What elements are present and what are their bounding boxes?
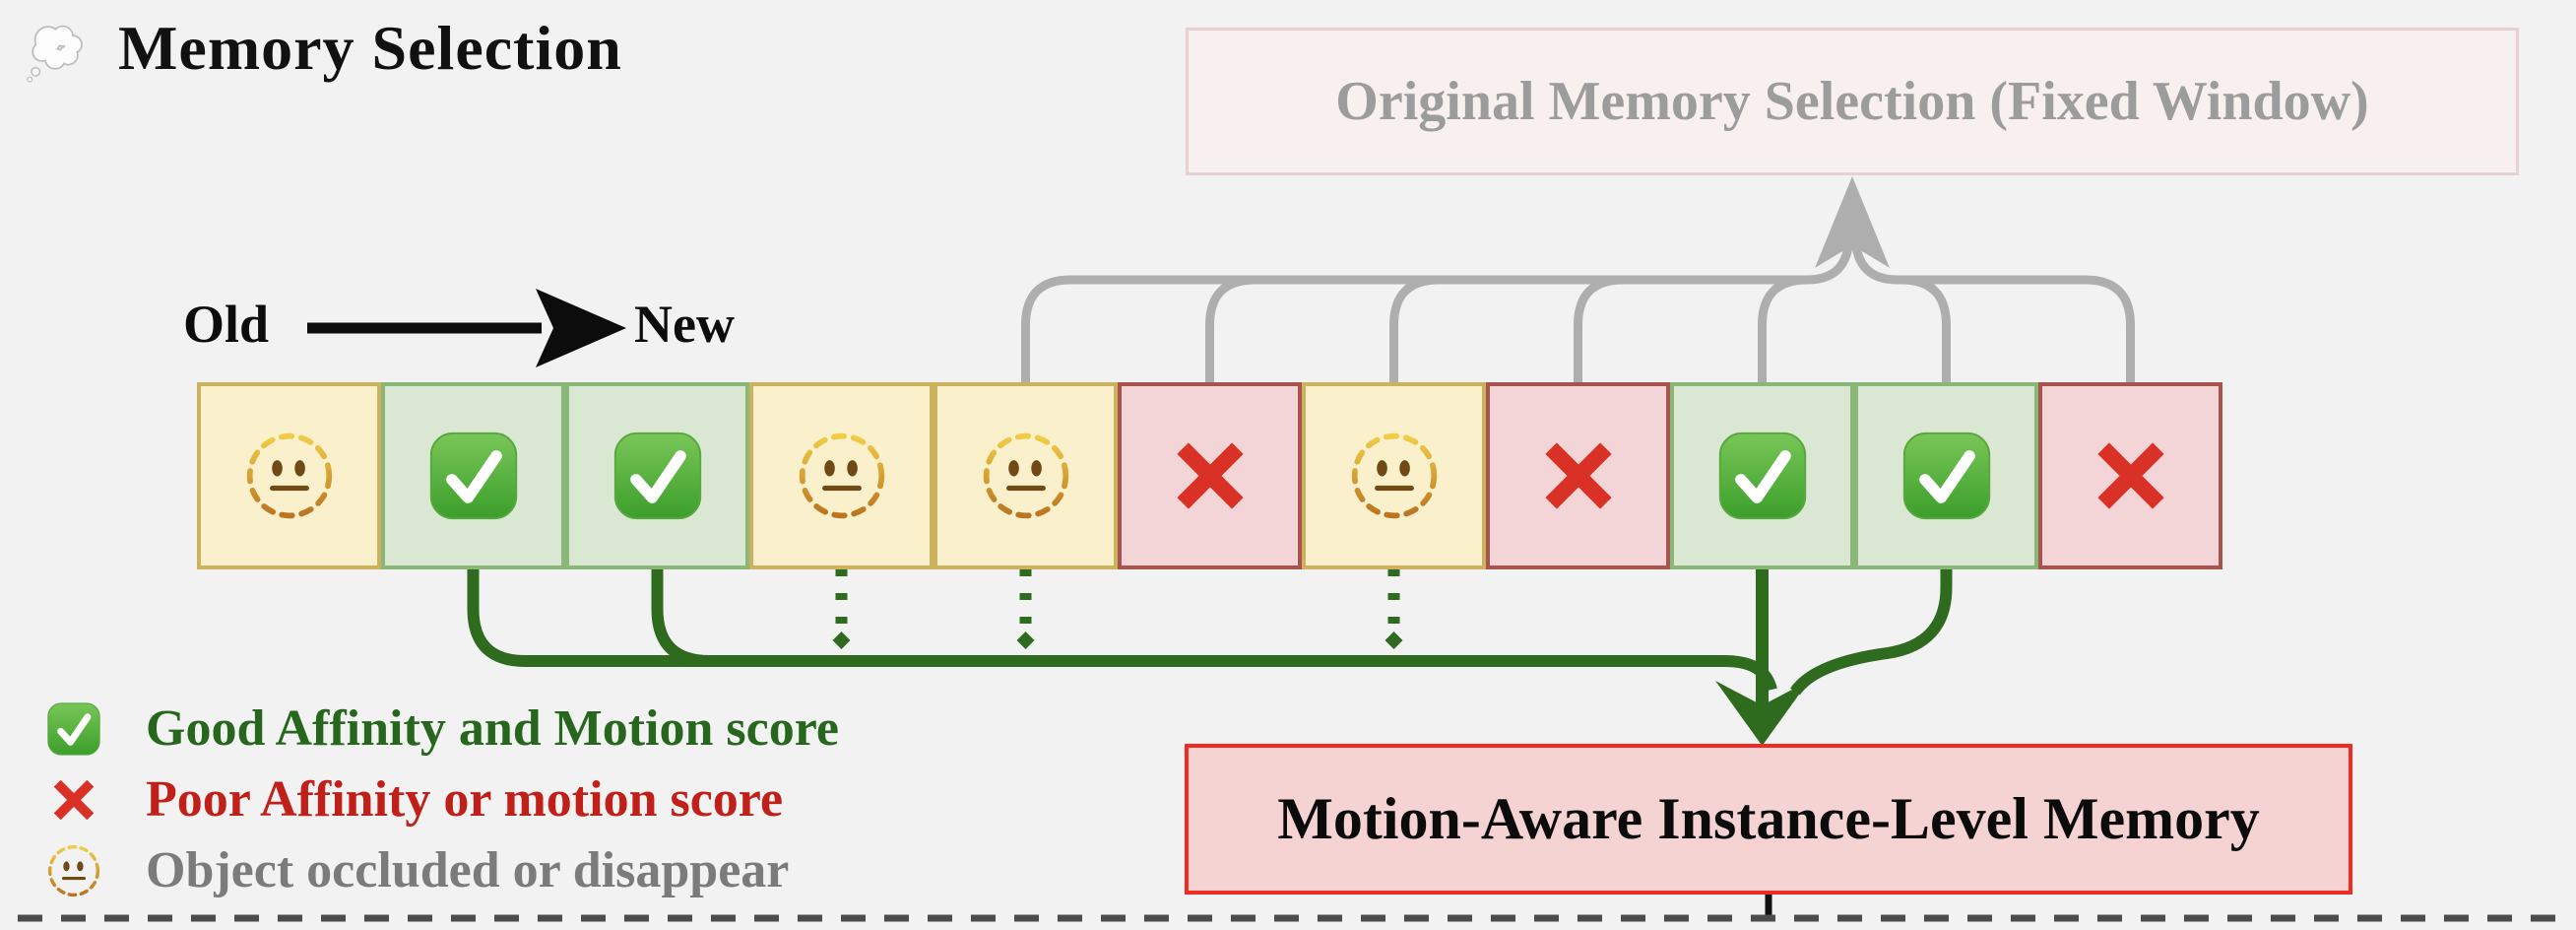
motion-memory-box-label: Motion-Aware Instance-Level Memory [1277,786,2260,851]
dashed-face-icon [242,429,337,523]
old-new-arrow [307,289,626,367]
dashed-face-icon [795,429,889,523]
check-icon [1900,429,1994,523]
legend-item: Object occluded or disappear [45,841,839,899]
new-label: New [634,295,735,354]
memory-frame-occluded [749,382,934,569]
dashed-face-icon [1347,429,1442,523]
memory-frame-poor [1118,382,1302,569]
memory-frame-occluded [1302,382,1486,569]
fixed-window-box: Original Memory Selection (Fixed Window) [1186,28,2519,175]
memory-frame-good [1670,382,1854,569]
dashed-face-icon [45,842,102,899]
legend-item: Good Affinity and Motion score [45,699,839,758]
selected-memory-arrowhead [1715,681,1809,746]
cross-icon [1531,429,1626,523]
page-title: Memory Selection [118,13,622,83]
check-icon [426,429,521,523]
fixed-window-connectors [1021,176,2135,384]
dashed-face-icon [979,429,1073,523]
legend-item: Poor Affinity or motion score [45,770,839,829]
memory-frame-occluded [197,382,381,569]
fixed-window-arrowhead [1815,176,1890,268]
check-icon [611,429,705,523]
thought-bubble-icon [26,20,91,85]
memory-frame-row [197,382,2222,569]
memory-frame-occluded [934,382,1118,569]
cross-icon [45,771,102,829]
memory-frame-poor [1486,382,1670,569]
legend-label: Poor Affinity or motion score [146,770,784,828]
memory-frame-good [565,382,749,569]
legend: Good Affinity and Motion score Poor Affi… [45,699,839,899]
motion-memory-box: Motion-Aware Instance-Level Memory [1185,744,2352,895]
memory-frame-good [1854,382,2038,569]
check-icon [45,700,102,758]
figure-header: Memory Selection [26,13,622,85]
cross-icon [1163,429,1257,523]
cross-icon [2084,429,2178,523]
check-icon [1715,429,1810,523]
memory-frame-poor [2038,382,2222,569]
fixed-window-box-label: Original Memory Selection (Fixed Window) [1335,71,2369,132]
memory-frame-good [381,382,565,569]
legend-label: Object occluded or disappear [146,841,790,898]
old-label: Old [183,295,270,354]
legend-label: Good Affinity and Motion score [146,699,839,757]
